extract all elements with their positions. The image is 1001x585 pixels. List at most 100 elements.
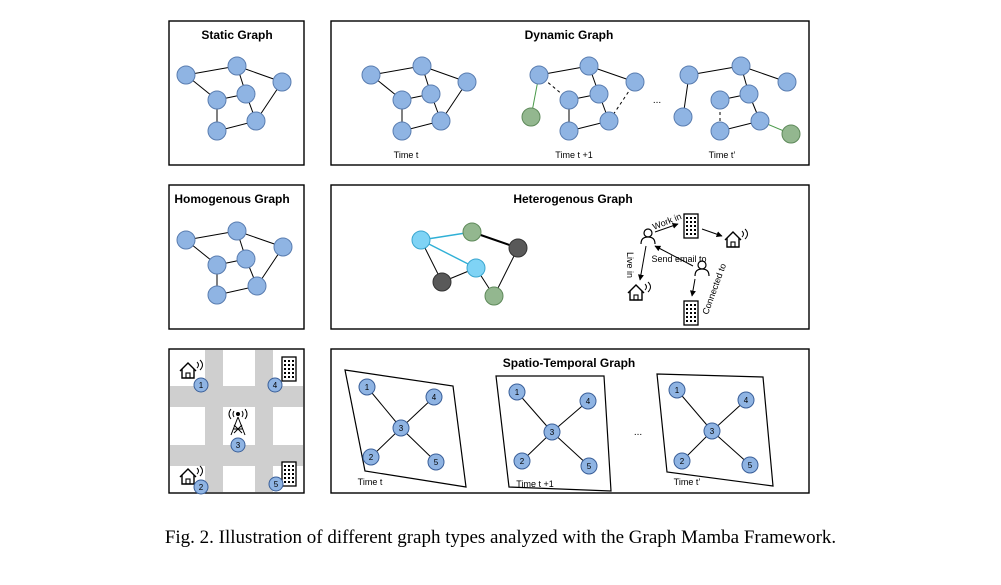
graph-node [543, 423, 561, 441]
node-number: 2 [520, 457, 525, 466]
building-icon [683, 213, 699, 239]
node-number: 1 [675, 386, 680, 395]
graph-node [703, 422, 721, 440]
static-graph-title: Static Graph [201, 28, 272, 42]
dynamic-graph-title: Dynamic Graph [525, 28, 614, 42]
node-number: 5 [748, 461, 753, 470]
graph-node-new [781, 124, 801, 144]
graph-node [739, 84, 759, 104]
graph-node [268, 476, 284, 492]
graph-node [230, 437, 246, 453]
graph-node [668, 381, 686, 399]
spatio-time-label-2: Time t’ [674, 477, 701, 487]
graph-node [484, 286, 504, 306]
graph-node [362, 448, 380, 466]
house-icon [627, 281, 652, 301]
dynamic-time-label-2: Time t’ [709, 150, 736, 160]
node-number: 1 [199, 381, 204, 390]
node-number: 5 [434, 458, 439, 467]
dynamic-time-label-0: Time t [394, 150, 419, 160]
node-number: 5 [274, 480, 279, 489]
building-icon [281, 356, 297, 382]
dynamic-ellipsis: ... [653, 95, 661, 106]
homogenous-graph-panel [168, 184, 305, 330]
house-icon [724, 228, 749, 248]
relation-send-email: Send email to [651, 254, 706, 264]
graph-node [176, 65, 196, 85]
node-number: 2 [680, 457, 685, 466]
graph-node [247, 276, 267, 296]
node-number: 4 [273, 381, 278, 390]
building-icon [281, 461, 297, 487]
road [205, 350, 223, 492]
graph-node [679, 65, 699, 85]
node-number: 3 [710, 427, 715, 436]
graph-node [392, 121, 412, 141]
graph-node [457, 72, 477, 92]
graph-node [207, 255, 227, 275]
graph-node [227, 56, 247, 76]
graph-node [529, 65, 549, 85]
graph-node [227, 221, 247, 241]
node-number: 3 [399, 424, 404, 433]
antenna-icon [228, 408, 248, 436]
road [255, 350, 273, 492]
node-number: 4 [586, 397, 591, 406]
graph-node [361, 65, 381, 85]
graph-node [750, 111, 770, 131]
graph-node [412, 56, 432, 76]
building-icon [683, 300, 699, 326]
graph-node [589, 84, 609, 104]
graph-node [462, 222, 482, 242]
graph-node [710, 121, 730, 141]
node-number: 2 [199, 483, 204, 492]
graph-node [236, 249, 256, 269]
spatio-temporal-frame-t1: 1 4 3 2 5 [495, 375, 612, 492]
node-number: 1 [365, 383, 370, 392]
graph-node [207, 285, 227, 305]
dynamic-graph-tprime [673, 56, 801, 144]
graph-node [272, 72, 292, 92]
static-graph [176, 56, 292, 141]
graph-node [580, 457, 598, 475]
figure-caption: Fig. 2. Illustration of different graph … [164, 527, 837, 548]
heterogenous-graph-panel [330, 184, 810, 330]
homogenous-graph [176, 221, 293, 305]
graph-node [559, 121, 579, 141]
node-number: 5 [587, 462, 592, 471]
person-icon [640, 228, 656, 245]
spatial-map-panel: 1 2 3 4 5 [168, 348, 305, 495]
dynamic-graph-t [361, 56, 477, 141]
homogenous-graph-title: Homogenous Graph [174, 192, 289, 206]
dynamic-graph-t1 [521, 56, 645, 141]
node-number: 3 [236, 441, 241, 450]
spatio-temporal-frame-t: 1 4 3 2 5 [344, 369, 467, 488]
graph-node [273, 237, 293, 257]
heterogenous-graph-title: Heterogenous Graph [513, 192, 632, 206]
relation-work-in: Work in [651, 211, 683, 232]
graph-node [236, 84, 256, 104]
node-number: 2 [369, 453, 374, 462]
graph-node [673, 107, 693, 127]
graph-node [599, 111, 619, 131]
spatio-ellipsis: ... [634, 427, 642, 438]
spatio-time-label-0: Time t [358, 477, 383, 487]
graph-node [176, 230, 196, 250]
graph-node [432, 272, 452, 292]
graph-node [508, 238, 528, 258]
graph-node [411, 230, 431, 250]
spatio-time-label-1: Time t +1 [516, 479, 553, 489]
node-number: 4 [744, 396, 749, 405]
graph-node [579, 392, 597, 410]
graph-node [193, 479, 209, 495]
road [170, 386, 303, 407]
graph-node-new [521, 107, 541, 127]
node-number: 4 [432, 393, 437, 402]
graph-node [508, 383, 526, 401]
graph-node [358, 378, 376, 396]
graph-node [466, 258, 486, 278]
graph-node [513, 452, 531, 470]
dynamic-time-label-1: Time t +1 [555, 150, 592, 160]
knowledge-graph: Work in Live in Send email to Connected … [625, 211, 749, 326]
graph-node [737, 391, 755, 409]
